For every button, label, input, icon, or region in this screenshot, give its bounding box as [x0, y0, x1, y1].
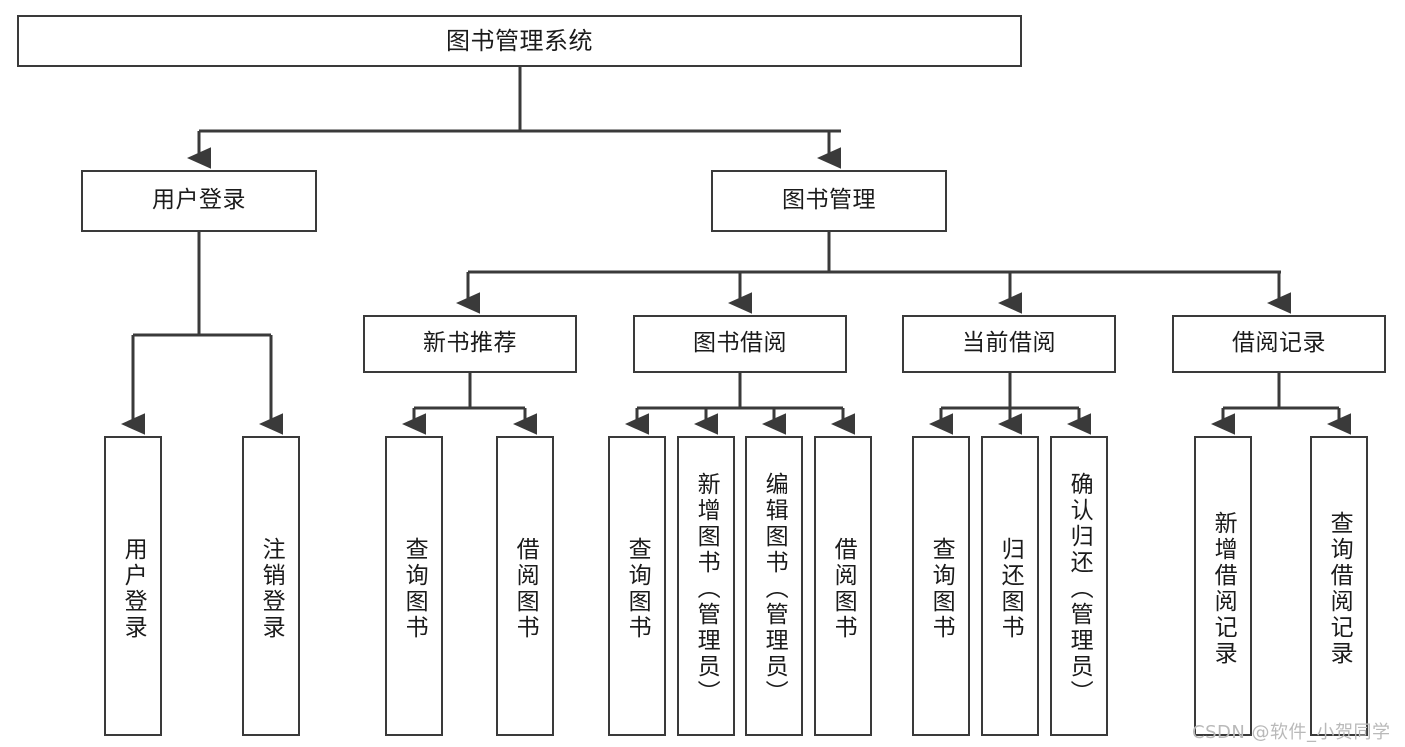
leaf-current-confirm-return-admin[interactable]: 确认归还（管理员） — [1050, 436, 1108, 736]
node-label: 查询图书 — [928, 537, 955, 641]
node-label: 新增借阅记录 — [1210, 511, 1237, 667]
csdn-watermark: CSDN @软件_小贺同学 — [1192, 722, 1391, 743]
node-label: 查询图书 — [401, 537, 428, 641]
node-book-borrow[interactable]: 图书借阅 — [633, 315, 847, 373]
node-label: 查询图书 — [624, 537, 651, 641]
node-label: 用户登录 — [120, 537, 147, 641]
leaf-new-book-borrow[interactable]: 借阅图书 — [496, 436, 554, 736]
node-label: 查询借阅记录 — [1326, 511, 1353, 667]
leaf-user-login-logout[interactable]: 注销登录 — [242, 436, 300, 736]
node-label: 借阅图书 — [512, 537, 539, 641]
leaf-borrow-edit-book-admin[interactable]: 编辑图书（管理员） — [745, 436, 803, 736]
node-label: 新书推荐 — [423, 330, 517, 357]
node-book-management[interactable]: 图书管理 — [711, 170, 947, 232]
node-root-system[interactable]: 图书管理系统 — [17, 15, 1022, 67]
node-label: 借阅图书 — [830, 537, 857, 641]
node-label: 借阅记录 — [1232, 330, 1326, 357]
node-label: 归还图书 — [997, 537, 1024, 641]
leaf-new-book-query[interactable]: 查询图书 — [385, 436, 443, 736]
leaf-records-query-record[interactable]: 查询借阅记录 — [1310, 436, 1368, 736]
node-label: 用户登录 — [152, 187, 246, 214]
node-label: 编辑图书（管理员） — [761, 472, 788, 706]
node-label: 注销登录 — [258, 537, 285, 641]
leaf-borrow-borrow-book[interactable]: 借阅图书 — [814, 436, 872, 736]
leaf-current-query-book[interactable]: 查询图书 — [912, 436, 970, 736]
node-new-book-recommend[interactable]: 新书推荐 — [363, 315, 577, 373]
leaf-borrow-query-book[interactable]: 查询图书 — [608, 436, 666, 736]
leaf-user-login-login[interactable]: 用户登录 — [104, 436, 162, 736]
node-label: 当前借阅 — [962, 330, 1056, 357]
leaf-records-add-record[interactable]: 新增借阅记录 — [1194, 436, 1252, 736]
node-borrow-records[interactable]: 借阅记录 — [1172, 315, 1386, 373]
leaf-current-return-book[interactable]: 归还图书 — [981, 436, 1039, 736]
node-label: 确认归还（管理员） — [1066, 472, 1093, 706]
node-label: 新增图书（管理员） — [693, 472, 720, 706]
node-user-login[interactable]: 用户登录 — [81, 170, 317, 232]
node-current-borrow[interactable]: 当前借阅 — [902, 315, 1116, 373]
node-label: 图书借阅 — [693, 330, 787, 357]
node-label: 图书管理 — [782, 187, 876, 214]
node-label: 图书管理系统 — [446, 26, 593, 55]
leaf-borrow-add-book-admin[interactable]: 新增图书（管理员） — [677, 436, 735, 736]
